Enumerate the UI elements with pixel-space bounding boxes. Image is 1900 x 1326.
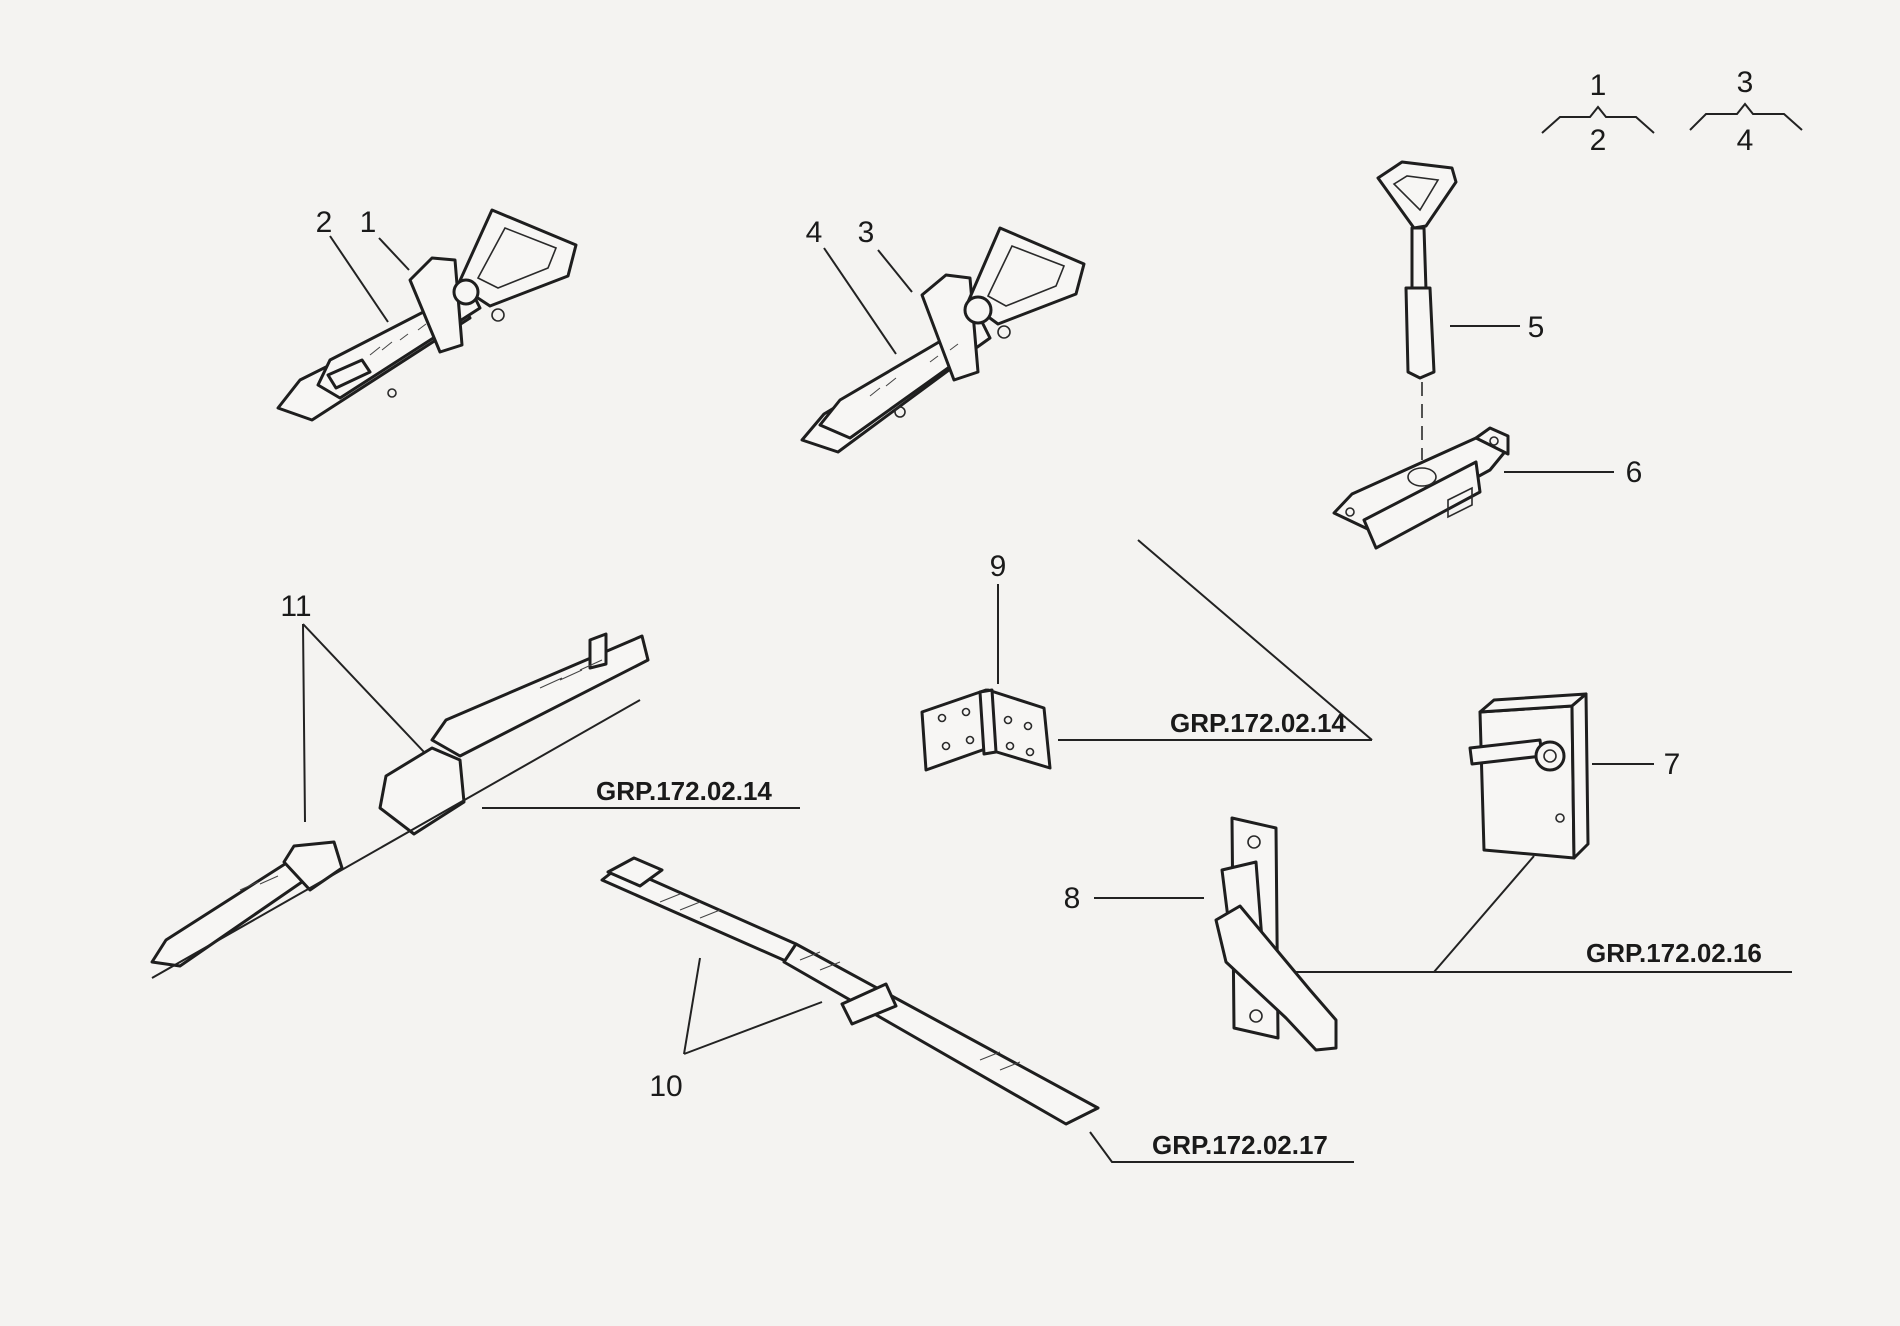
leader-grp-hinge (1058, 539, 1373, 741)
callout-9: 9 (990, 550, 1007, 583)
leader-10 (683, 957, 823, 1055)
callout-5: 5 (1528, 311, 1545, 344)
grp-ref-lock-bracket: GRP.172.02.16 (1586, 938, 1762, 968)
leader-3 (877, 249, 913, 293)
strap-buckle-part (150, 632, 650, 979)
callout-6: 6 (1626, 456, 1643, 489)
leader-2 (329, 235, 389, 323)
leader-grp-lock-bracket (1296, 855, 1792, 973)
group-refs: GRP.172.02.14 GRP.172.02.14 GRP.172.02.1… (596, 708, 1762, 1160)
legend-left-top: 1 (1590, 69, 1607, 102)
legend-right-brace (1689, 102, 1803, 131)
leader-4 (823, 247, 897, 355)
legend: 1 2 3 4 (1541, 66, 1803, 157)
callout-11: 11 (280, 590, 311, 623)
grp-ref-hinge: GRP.172.02.14 (1170, 708, 1346, 738)
hinge-part (920, 688, 1052, 772)
strap-part (600, 856, 1100, 1126)
legend-left-bottom: 2 (1590, 124, 1607, 157)
callouts: 1 2 3 4 5 6 7 8 9 10 11 (280, 206, 1680, 1103)
grp-ref-strap-buckle: GRP.172.02.14 (596, 776, 772, 806)
callout-4: 4 (806, 216, 823, 249)
grp-ref-strap: GRP.172.02.17 (1152, 1130, 1328, 1160)
latch-a (276, 208, 578, 422)
key-part (1376, 160, 1458, 460)
callout-2: 2 (316, 206, 333, 239)
lock-bracket-part (1468, 692, 1590, 860)
latch-b (800, 226, 1086, 454)
callout-10: 10 (649, 1070, 682, 1103)
lock-body-part (1332, 426, 1510, 550)
legend-right-top: 3 (1737, 66, 1754, 99)
callout-3: 3 (858, 216, 875, 249)
handle-latch-part (1214, 816, 1338, 1052)
leader-1 (378, 237, 410, 271)
callout-8: 8 (1064, 882, 1081, 915)
leader-11 (302, 623, 425, 823)
legend-left-brace (1541, 105, 1655, 134)
leader-lines (302, 235, 1792, 1163)
legend-right-bottom: 4 (1737, 124, 1754, 157)
leader-grp-strap (1089, 1131, 1354, 1163)
callout-7: 7 (1664, 748, 1681, 781)
callout-1: 1 (360, 206, 377, 239)
